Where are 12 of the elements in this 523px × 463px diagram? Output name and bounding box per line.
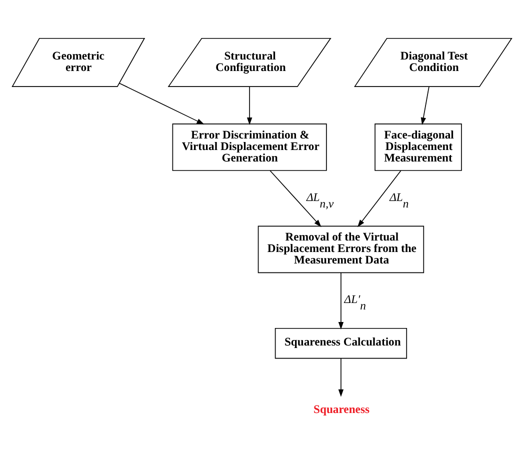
node-box: Squareness Calculation <box>274 327 407 358</box>
arrow <box>420 86 429 125</box>
arrow <box>246 86 252 125</box>
arrow <box>269 170 321 227</box>
arrow <box>338 272 344 329</box>
node-box: Face-diagonal Displacement Measurement <box>374 123 462 170</box>
node-box: Error Discrimination & Virtual Displacement Error Generation <box>172 123 326 170</box>
arrow <box>118 82 204 124</box>
arrow <box>356 170 401 227</box>
node-text: Squareness <box>313 402 370 416</box>
arrow <box>338 358 344 396</box>
node-box: Removal of the Virtual Displacement Errors from the Measurement Data <box>257 225 424 273</box>
